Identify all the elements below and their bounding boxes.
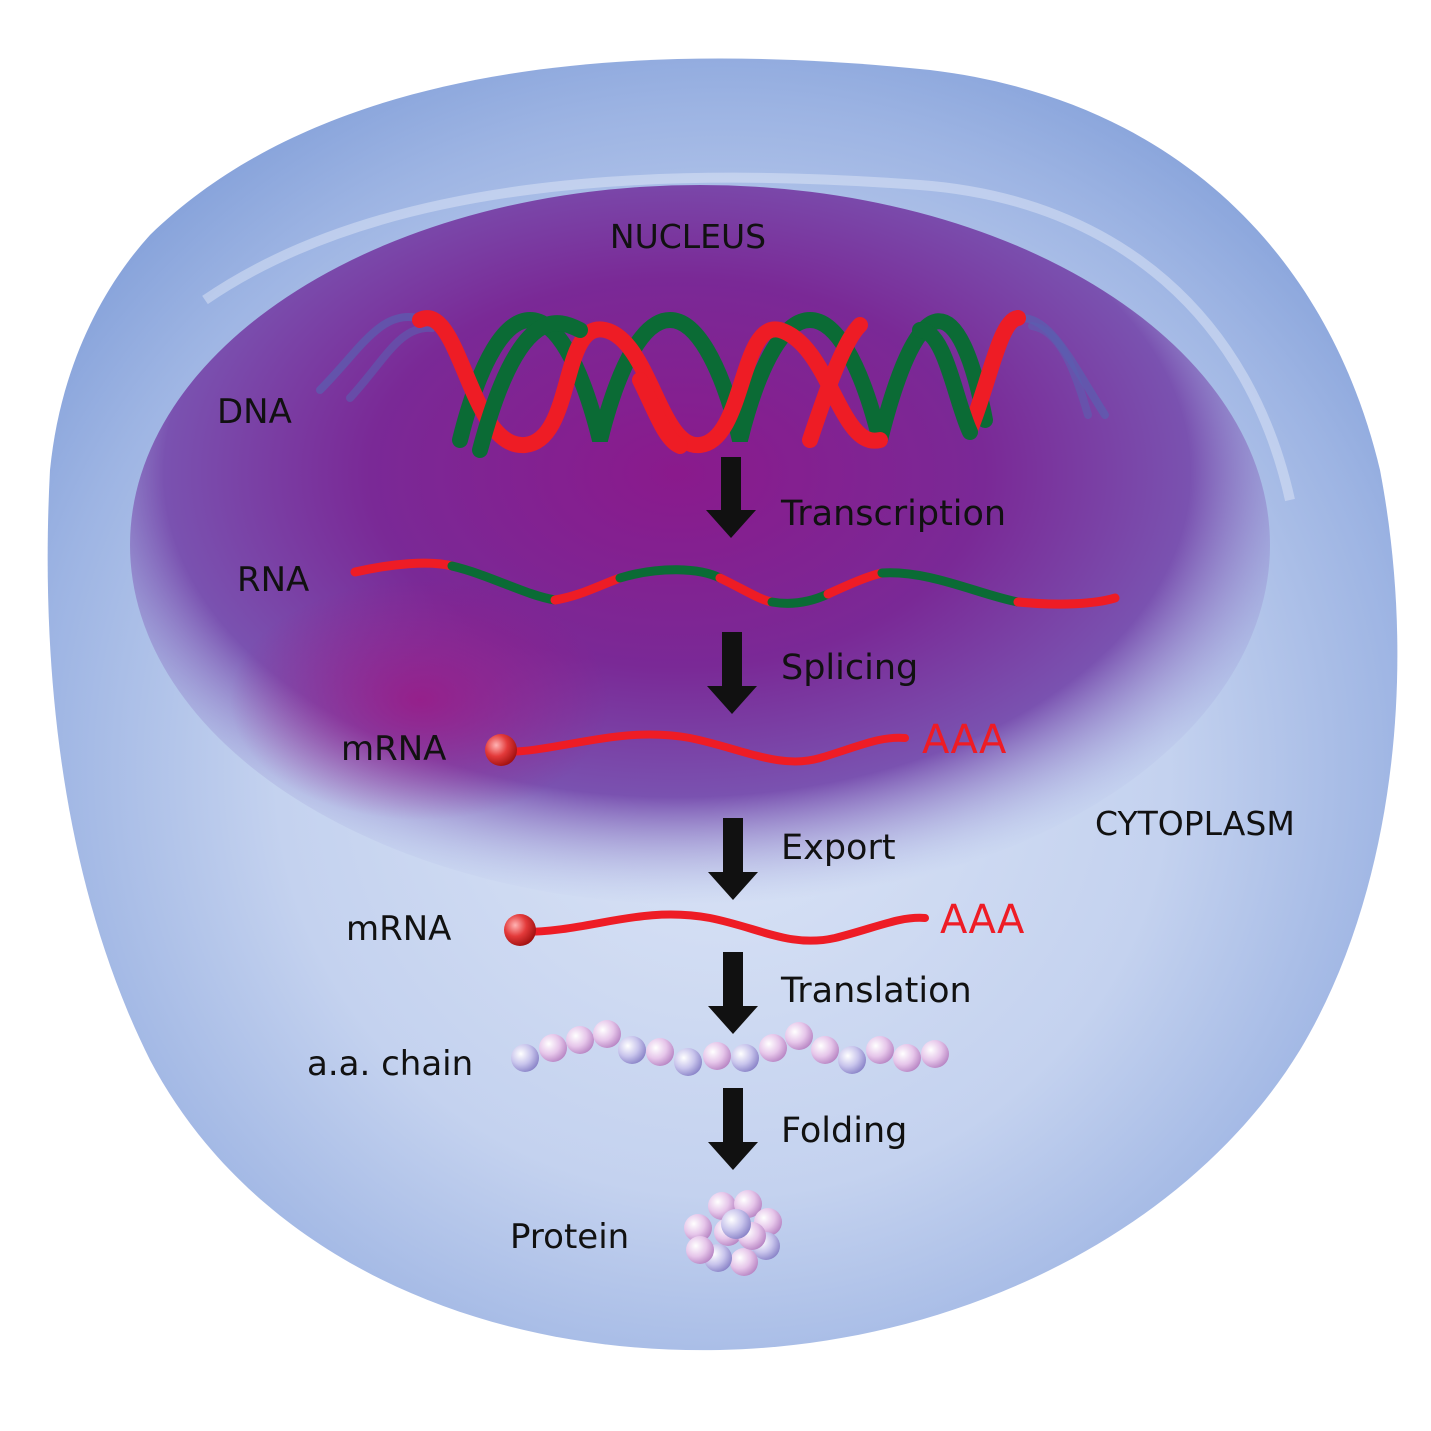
mrna-nuclear-label: mRNA: [341, 729, 446, 769]
aa-bead: [731, 1044, 759, 1072]
protein-label: Protein: [510, 1217, 629, 1257]
protein-bead: [686, 1236, 714, 1264]
process-arrows: [706, 457, 758, 1170]
dna-strand-green-2: [472, 315, 588, 458]
dna-end-right-2: [1028, 322, 1092, 419]
cell-inner-rim: [202, 172, 1295, 502]
rna-strand: [350, 558, 1120, 609]
nucleus-label: NUCLEUS: [610, 217, 766, 256]
step-folding-label: Folding: [781, 1111, 907, 1151]
aa-bead: [893, 1044, 921, 1072]
protein-cluster: [684, 1190, 782, 1276]
aa-bead: [566, 1026, 594, 1054]
dna-strand-red-3: [802, 317, 868, 448]
arrow-down-icon: [708, 952, 758, 1034]
protein-bead: [730, 1248, 758, 1276]
protein-bead: [721, 1209, 751, 1239]
step-splicing-label: Splicing: [781, 648, 918, 688]
aa-bead: [811, 1036, 839, 1064]
dna-strand-green: [452, 312, 993, 448]
aa-chain-label: a.a. chain: [307, 1044, 473, 1084]
dna-strand-red-2: [962, 310, 1026, 438]
aa-bead: [618, 1036, 646, 1064]
aa-bead: [593, 1020, 621, 1048]
mrna-cytoplasmic-cap: [504, 914, 536, 946]
protein-bead: [684, 1214, 712, 1242]
nucleus: [130, 185, 1270, 905]
arrow-down-icon: [706, 457, 756, 538]
step-transcription-label: Transcription: [780, 494, 1006, 534]
dna-end-left: [316, 312, 422, 394]
aa-chain-beads: [511, 1020, 949, 1076]
aa-bead: [703, 1042, 731, 1070]
aa-bead: [646, 1038, 674, 1066]
arrow-down-icon: [708, 818, 758, 900]
mrna-cytoplasmic-strand: [518, 910, 929, 945]
dna-end-left-2: [346, 323, 436, 402]
mrna-nuclear-cap: [485, 734, 517, 766]
polya-cytoplasmic-label: AAA: [940, 897, 1025, 943]
mrna-cytoplasmic-label: mRNA: [346, 909, 451, 949]
aa-bead: [759, 1034, 787, 1062]
rna-label: RNA: [237, 560, 309, 600]
aa-bead: [866, 1036, 894, 1064]
step-export-label: Export: [781, 828, 896, 868]
dna-label: DNA: [217, 392, 292, 432]
cytoplasm-label: CYTOPLASM: [1095, 804, 1295, 843]
mrna-nuclear-strand: [499, 730, 909, 766]
dna-strand-green-3: [912, 322, 978, 440]
dna-strand-red-4: [632, 372, 688, 454]
nucleus-dense-region: [230, 580, 610, 820]
aa-bead: [511, 1044, 539, 1072]
aa-bead: [921, 1040, 949, 1068]
aa-bead: [838, 1046, 866, 1074]
aa-bead: [785, 1022, 813, 1050]
arrow-down-icon: [707, 632, 757, 714]
step-translation-label: Translation: [780, 971, 972, 1011]
aa-bead: [539, 1034, 567, 1062]
dna-helix: [316, 310, 1109, 458]
polya-nuclear-label: AAA: [922, 717, 1007, 763]
aa-bead: [674, 1048, 702, 1076]
arrow-down-icon: [708, 1088, 758, 1170]
